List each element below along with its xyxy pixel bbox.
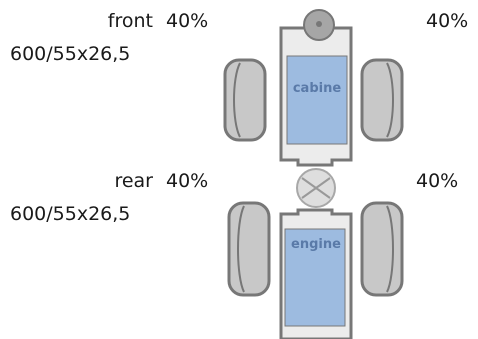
rear-left-load-percent: 40% bbox=[166, 170, 209, 192]
front-tire-size: 600/55x26,5 bbox=[10, 43, 131, 65]
engine-label: engine bbox=[291, 237, 341, 252]
front-left-wheel bbox=[223, 58, 267, 142]
engine-box bbox=[284, 228, 346, 327]
cabin-box bbox=[286, 55, 348, 145]
rear-tire-size: 600/55x26,5 bbox=[10, 203, 131, 225]
rear-left-wheel bbox=[227, 201, 271, 297]
front-axle-label: front bbox=[107, 10, 153, 32]
front-right-load-percent: 40% bbox=[426, 10, 469, 32]
cabin-label: cabine bbox=[293, 81, 341, 96]
front-right-wheel bbox=[360, 58, 404, 142]
rear-right-wheel bbox=[360, 201, 404, 297]
rear-axle-label: rear bbox=[114, 170, 153, 192]
front-hitch-pin bbox=[316, 21, 322, 27]
articulation-joint-cross bbox=[301, 177, 331, 199]
front-left-load-percent: 40% bbox=[166, 10, 209, 32]
rear-right-load-percent: 40% bbox=[416, 170, 459, 192]
